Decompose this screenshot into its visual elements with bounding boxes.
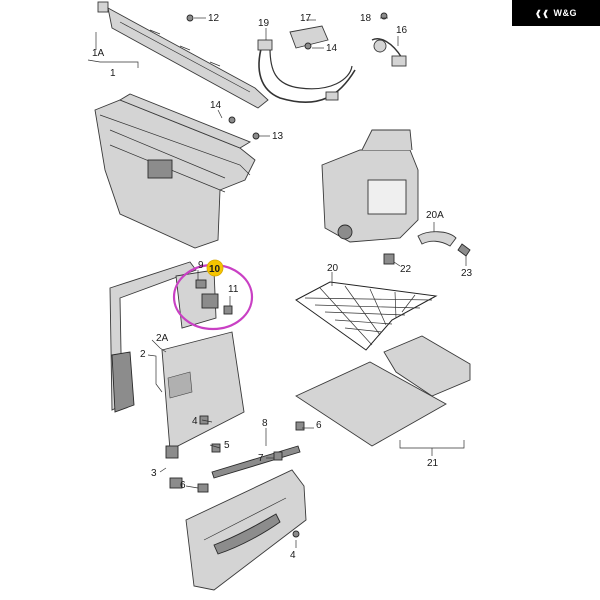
bulkhead-cutout bbox=[147, 159, 173, 179]
sunblind-screen bbox=[161, 331, 245, 451]
fasteners-top bbox=[186, 12, 388, 140]
callout-17: 17 bbox=[300, 13, 312, 24]
callout-20A: 20A bbox=[426, 210, 444, 221]
callout-13: 13 bbox=[272, 131, 284, 142]
screw-23 bbox=[457, 243, 471, 257]
luggage-floor-cover bbox=[295, 335, 471, 447]
callout-8: 8 bbox=[262, 418, 268, 429]
harness-plug bbox=[325, 91, 339, 101]
callout-labels: 1A 1 12 19 17 14 18 16 14 13 9 10 11 2A … bbox=[92, 13, 473, 561]
callout-12: 12 bbox=[208, 13, 220, 24]
callout-14-mid: 14 bbox=[210, 100, 222, 111]
rear-bulkhead-panel bbox=[94, 93, 256, 249]
vehicle-rear-view bbox=[321, 129, 419, 243]
callout-6-right: 6 bbox=[316, 420, 322, 431]
cargo-net bbox=[295, 281, 438, 351]
rail-end-cap bbox=[97, 1, 109, 13]
screw-18 bbox=[380, 12, 388, 20]
callout-2: 2 bbox=[140, 349, 146, 360]
sunblind bbox=[161, 331, 245, 489]
screw-12 bbox=[186, 14, 194, 22]
highlight-dot bbox=[206, 259, 224, 277]
hook-22 bbox=[383, 253, 395, 265]
callout-9: 9 bbox=[198, 260, 204, 271]
lock-actuator bbox=[391, 55, 407, 67]
control-module bbox=[289, 25, 329, 49]
screw-trim bbox=[292, 530, 300, 538]
door-window-seal bbox=[109, 261, 197, 413]
cargo-area bbox=[367, 179, 407, 215]
sunblind-guide-rails bbox=[197, 415, 305, 493]
lock-motor bbox=[373, 39, 387, 53]
callout-4: 4 bbox=[192, 416, 198, 427]
armrest bbox=[213, 513, 281, 555]
clip-7 bbox=[273, 451, 283, 461]
clip-6a bbox=[169, 477, 183, 489]
callout-14-top: 14 bbox=[326, 43, 338, 54]
callout-4-bottom: 4 bbox=[290, 550, 296, 561]
parcel-shelf-rail bbox=[97, 1, 269, 109]
callout-7: 7 bbox=[258, 453, 264, 464]
callout-22: 22 bbox=[400, 264, 412, 275]
callout-16: 16 bbox=[396, 25, 408, 36]
callout-3: 3 bbox=[151, 468, 157, 479]
callout-5: 5 bbox=[224, 440, 230, 451]
mount-10 bbox=[201, 293, 219, 309]
storage-tray bbox=[383, 335, 471, 397]
open-tailgate bbox=[361, 129, 413, 151]
clip-14b bbox=[304, 42, 312, 50]
callout-20: 20 bbox=[327, 263, 339, 274]
callout-2A: 2A bbox=[156, 333, 169, 344]
wheel bbox=[337, 224, 353, 240]
rail-body bbox=[107, 7, 269, 109]
clip-6b bbox=[295, 421, 305, 431]
callout-23: 23 bbox=[461, 268, 473, 279]
clip-4 bbox=[199, 415, 209, 425]
brand-logo: ❰❰ W&G bbox=[512, 0, 600, 26]
clip-14 bbox=[228, 116, 236, 124]
callout-19: 19 bbox=[258, 18, 270, 29]
callout-1A: 1A bbox=[92, 48, 105, 59]
screw-11 bbox=[223, 305, 233, 315]
callout-21: 21 bbox=[427, 458, 439, 469]
clip-6c bbox=[197, 483, 209, 493]
door-trim-panel bbox=[185, 469, 307, 591]
wiring-harness bbox=[257, 25, 407, 103]
bulkhead-top-ledge bbox=[118, 93, 252, 149]
cargo-hooks bbox=[383, 231, 471, 265]
leader-lines bbox=[87, 17, 467, 548]
callout-11: 11 bbox=[228, 284, 239, 295]
retainer-9 bbox=[195, 279, 207, 289]
highlighted-parts-group bbox=[172, 259, 254, 331]
floor-cover-panel bbox=[295, 361, 447, 447]
logo-text: W&G bbox=[553, 8, 577, 18]
callout-1: 1 bbox=[110, 68, 116, 79]
seal-lower bbox=[111, 351, 135, 413]
sunblind-texture-patch bbox=[167, 371, 193, 399]
sunblind-mount-3 bbox=[165, 445, 179, 459]
callout-18: 18 bbox=[360, 13, 372, 24]
harness-connector bbox=[257, 39, 273, 51]
grab-handle-20A bbox=[417, 231, 457, 247]
callout-6-left: 6 bbox=[180, 480, 186, 491]
callout-10: 10 bbox=[209, 264, 221, 275]
logo-wing-icon: ❰❰ bbox=[535, 8, 550, 18]
